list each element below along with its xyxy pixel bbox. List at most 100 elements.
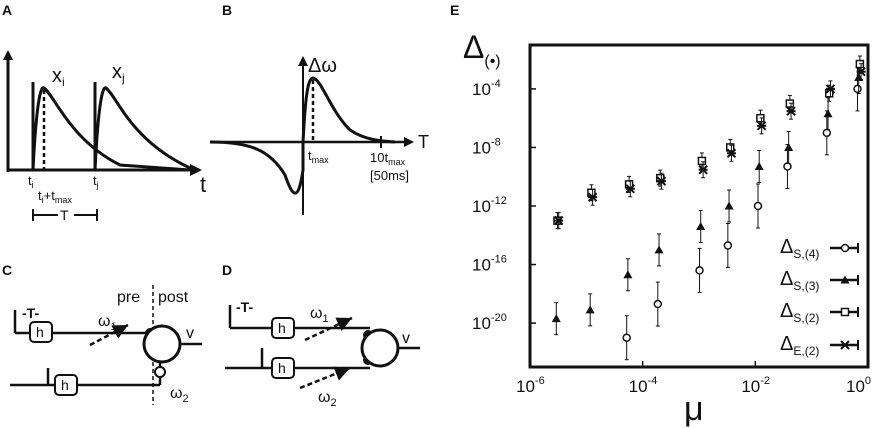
e-legend-entry: ΔE,(2) [778,328,860,358]
e-x-ticks: 10-6 10-4 10-2 100 [516,361,871,396]
e-legend-marker [840,243,850,253]
b-axis-T: T [418,132,429,152]
a-trace-xj [93,86,191,171]
a-tick-ti-tmax: ti+tmax [38,188,72,205]
d-omega2-arrow [299,366,351,390]
c-post-label: post [158,289,189,306]
panel-e-letter: E [450,2,459,18]
e-point [756,121,767,131]
a-y-arrow [3,50,13,60]
panel-b: B Δω T tmax 10tmax [50ms] [209,2,429,215]
b-x-arrow [404,137,414,147]
e-legend-entry: ΔS,(4) [778,231,860,261]
e-point [625,184,635,194]
e-point [696,221,706,230]
e-ytick-label: 10-16 [472,254,507,275]
e-legend-entry: ΔS,(2) [778,295,860,325]
e-point [697,156,707,166]
a-label-xi: xi [52,65,65,89]
e-point [823,109,833,118]
e-legend-label: ΔS,(4) [780,236,819,261]
b-tmax: tmax [308,148,329,165]
e-point [622,333,631,342]
e-point [825,84,836,94]
c-neuron [142,324,182,364]
a-axis-t: t [200,172,206,197]
e-ytick-label: 10-4 [472,78,501,99]
e-point [553,215,564,226]
a-tick-tj: tj [93,173,99,190]
e-point [786,106,796,116]
e-series-3 [553,63,866,230]
e-point [551,314,561,323]
c-h2-label: h [61,377,69,393]
e-ytick-label: 10-8 [472,136,501,157]
e-series-0 [622,66,862,361]
e-xlabel: μ [684,390,704,428]
e-series-layer [551,55,866,361]
b-10tmax: 10tmax [370,150,406,167]
b-y-arrow [298,56,308,66]
e-point [698,165,708,175]
e-point [653,299,663,309]
d-h1-label: h [278,320,286,336]
c-v-label: v [186,325,194,342]
b-ms-label: [50ms] [370,168,409,183]
b-delta-omega: Δω [308,55,337,77]
c-synapse2-open [154,366,166,378]
e-point [822,128,832,138]
d-filter-h1 [271,317,295,339]
e-point [723,241,733,250]
e-point [853,84,862,94]
e-xtick-label: 10-6 [516,375,545,396]
c-pre-label: pre [117,289,140,306]
e-point [695,266,704,275]
d-omega1-arrow [304,316,353,342]
b-ltp-curve [301,76,396,144]
e-point [753,201,763,211]
e-legend-label: ΔE,(2) [780,333,819,358]
d-neuron [360,328,400,368]
panel-d-letter: D [222,262,232,278]
c-period-label: -T- [22,305,39,321]
e-xtick-label: 10-2 [741,375,770,396]
d-filter-h2 [271,357,295,379]
d-omega2: ω2 [318,389,337,409]
a-period-label: T [60,207,69,223]
a-x-arrow [190,164,202,176]
d-h2-label: h [278,360,286,376]
c-h1-label: h [36,324,44,340]
e-legend-marker [840,340,850,350]
panel-a-letter: A [2,2,12,18]
e-xtick-label: 100 [846,375,871,396]
e-point [783,162,792,171]
e-point [585,305,595,314]
a-trace-xi [31,86,191,172]
panel-d: D -T- h h v ω1 ω2 [222,262,420,409]
d-v-label: v [402,330,410,347]
e-point [623,270,633,279]
e-point [726,148,737,158]
e-legend-marker [840,275,850,284]
a-label-xj: xj [112,61,125,85]
c-omega2: ω2 [170,385,189,405]
panel-c: C pre post -T- h h v ω1 ω2 [2,262,202,405]
e-xtick-label: 10-4 [629,375,658,396]
e-point [856,66,866,77]
b-ltd-curve [209,140,305,195]
e-series-1 [551,61,864,336]
c-filter-h1 [29,321,53,343]
c-omega1: ω1 [98,313,117,333]
e-legend-label: ΔS,(3) [780,268,819,293]
e-point [784,142,794,151]
panel-a: A xi xj t ti ti+tmax tj T [2,2,206,223]
e-legend-marker [840,307,850,317]
e-ytick-label: 10-20 [472,312,507,333]
d-omega1: ω1 [310,305,329,325]
e-point [724,201,734,210]
panel-c-letter: C [2,262,12,278]
e-legend-entry: ΔS,(3) [778,263,860,293]
